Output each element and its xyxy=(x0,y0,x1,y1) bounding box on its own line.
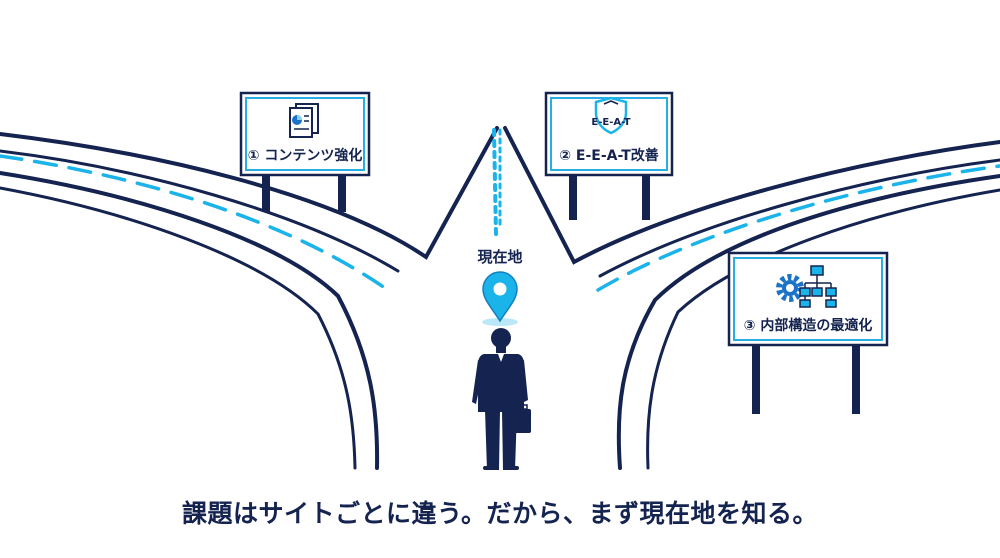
briefcase-icon xyxy=(511,404,531,433)
document-chart-icon xyxy=(289,103,319,138)
shield-icon xyxy=(594,96,628,135)
sign-internal-structure: ③ 内部構造の最適化 xyxy=(727,251,889,414)
sign-2-label: ② E-E-A-T改善 xyxy=(559,147,659,164)
sign-eeat-improvement: E-E-A-T ② E-E-A-T改善 xyxy=(544,91,674,220)
eeat-badge-text: E-E-A-T xyxy=(591,117,630,128)
sign-3-label: ③ 内部構造の最適化 xyxy=(744,317,873,334)
sign-content-strengthening: ① コンテンツ強化 xyxy=(239,91,371,212)
center-road xyxy=(492,128,502,237)
businessman-figure xyxy=(472,328,531,470)
left-road xyxy=(0,126,499,470)
current-location-label: 現在地 xyxy=(477,248,522,266)
caption-text: 課題はサイトごとに違う。だから、まず現在地を知る。 xyxy=(181,499,818,528)
sitemap-icon xyxy=(799,265,837,308)
sign-1-label: ① コンテンツ強化 xyxy=(248,147,363,164)
location-pin-icon xyxy=(482,271,518,323)
current-location-marker: 現在地 xyxy=(477,248,523,326)
right-road xyxy=(503,126,1000,470)
